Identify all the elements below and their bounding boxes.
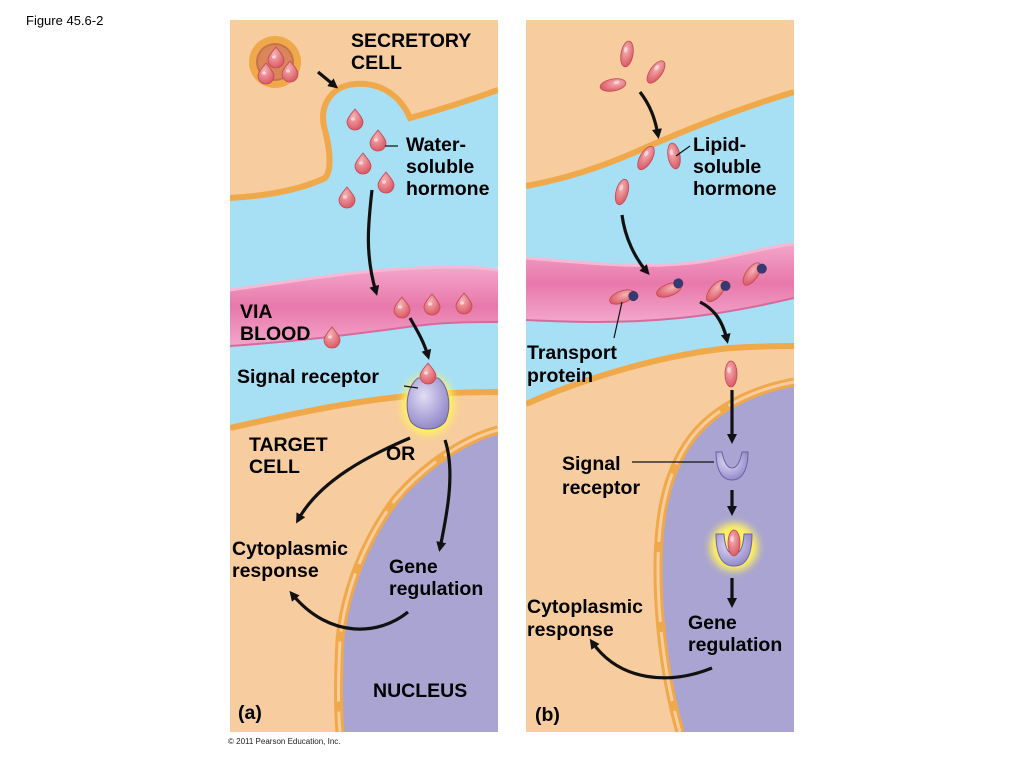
secretory-vesicle xyxy=(249,36,301,88)
receptor-hormone-complex xyxy=(710,523,758,571)
label-via-blood-2: BLOOD xyxy=(240,323,310,345)
label-gene-a-1: Gene xyxy=(389,556,438,578)
label-lipid-soluble-1: Lipid- xyxy=(693,134,746,156)
figure-label: Figure 45.6-2 xyxy=(26,13,104,28)
label-water-soluble-3: hormone xyxy=(406,178,490,200)
label-nucleus: NUCLEUS xyxy=(373,680,467,702)
label-target-cell-1: TARGET xyxy=(249,434,328,456)
leader-lipid-soluble xyxy=(675,145,691,157)
panel-a xyxy=(230,20,498,732)
label-cytoplasmic-b-1: Cytoplasmic xyxy=(527,596,643,618)
label-lipid-soluble-2: soluble xyxy=(693,156,761,178)
label-cytoplasmic-a-1: Cytoplasmic xyxy=(232,538,348,560)
label-signal-receptor-b-2: receptor xyxy=(562,477,640,499)
label-water-soluble-2: soluble xyxy=(406,156,474,178)
label-secretory-cell-2: CELL xyxy=(351,52,402,74)
leader-transport-protein xyxy=(613,301,623,339)
label-transport-1: Transport xyxy=(527,342,617,364)
signal-receptor-a xyxy=(402,362,454,435)
signal-receptor-b xyxy=(715,451,749,481)
arrows-a xyxy=(289,70,452,631)
label-panel-b: (b) xyxy=(535,704,560,726)
label-cytoplasmic-a-2: response xyxy=(232,560,319,582)
transport-proteins xyxy=(609,262,767,305)
label-gene-b-1: Gene xyxy=(688,612,737,634)
label-target-cell-2: CELL xyxy=(249,456,300,478)
label-secretory-cell-1: SECRETORY xyxy=(351,30,471,52)
label-signal-receptor-b-1: Signal xyxy=(562,453,621,475)
leader-signal-receptor-a xyxy=(403,385,419,389)
arrows-b xyxy=(589,91,737,680)
label-panel-a: (a) xyxy=(238,702,262,724)
label-transport-2: protein xyxy=(527,365,593,387)
label-lipid-soluble-3: hormone xyxy=(693,178,777,200)
label-via-blood-1: VIA xyxy=(240,301,273,323)
label-or: OR xyxy=(386,443,415,465)
label-signal-receptor-a: Signal receptor xyxy=(237,366,379,388)
label-cytoplasmic-b-2: response xyxy=(527,619,614,641)
copyright-notice: © 2011 Pearson Education, Inc. xyxy=(228,737,341,746)
label-gene-b-2: regulation xyxy=(688,634,782,656)
label-water-soluble-1: Water- xyxy=(406,134,466,156)
label-gene-a-2: regulation xyxy=(389,578,483,600)
